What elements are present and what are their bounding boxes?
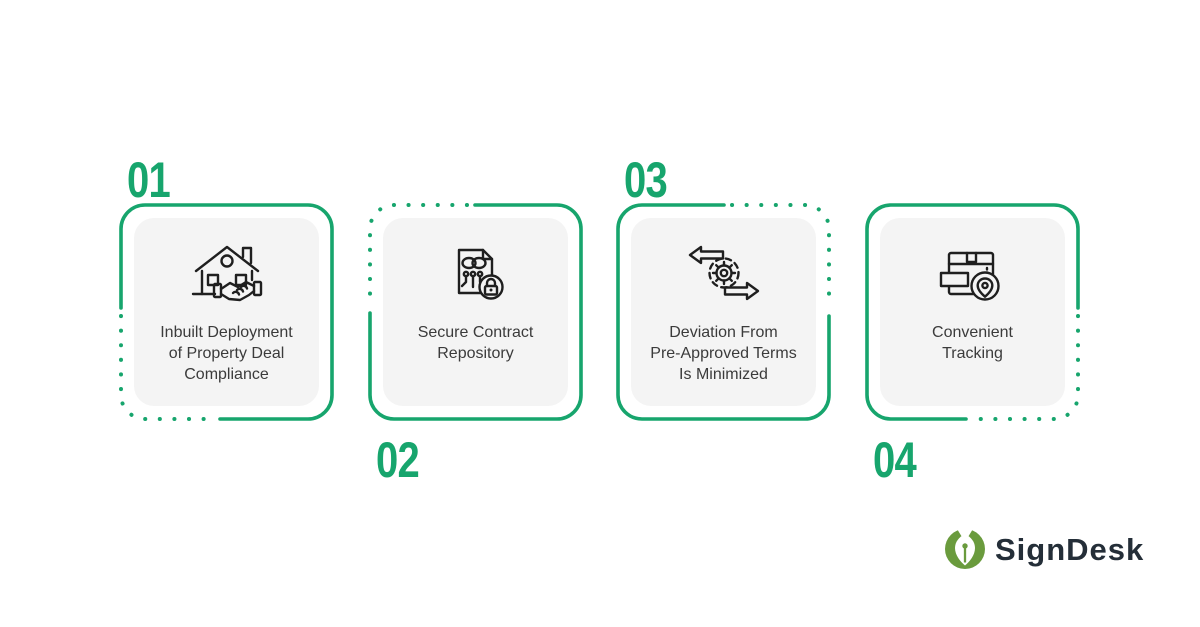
step-3-label: Deviation From Pre-Approved Terms Is Min… bbox=[650, 324, 797, 383]
card-border-dotted-bottom-left bbox=[119, 203, 334, 421]
pen-nib-circle-icon bbox=[945, 528, 985, 569]
step-2-label: Secure Contract Repository bbox=[417, 324, 534, 362]
step-1-label: Inbuilt Deployment of Property Deal Comp… bbox=[160, 324, 293, 383]
step-1-group: 01 bbox=[119, 155, 334, 421]
card-border-dotted-bottom-right bbox=[865, 203, 1080, 421]
card-panel: Inbuilt Deployment of Property Deal Comp… bbox=[134, 218, 319, 406]
card-panel: Secure Contract Repository bbox=[383, 218, 568, 406]
feature-card-3: Deviation From Pre-Approved Terms Is Min… bbox=[616, 203, 831, 421]
step-3-number: 03 bbox=[624, 152, 668, 208]
step-1-number: 01 bbox=[127, 152, 171, 208]
step-4-label: Convenient Tracking bbox=[932, 324, 1013, 362]
card-panel: Convenient Tracking bbox=[880, 218, 1065, 406]
step-3-group: 03 bbox=[616, 155, 831, 421]
card-border-dotted-top-right bbox=[616, 203, 831, 421]
brand-name: SignDesk bbox=[995, 531, 1145, 567]
card-border-dotted-top-left bbox=[368, 203, 583, 421]
secure-document-lock-icon bbox=[438, 240, 514, 308]
step-4-group: 04 bbox=[865, 203, 1080, 485]
feature-card-1: Inbuilt Deployment of Property Deal Comp… bbox=[119, 203, 334, 421]
feature-card-4: Convenient Tracking bbox=[865, 203, 1080, 421]
card-panel: Deviation From Pre-Approved Terms Is Min… bbox=[631, 218, 816, 406]
step-2-number: 02 bbox=[376, 432, 420, 488]
brand-logo: SignDesk bbox=[944, 527, 1144, 571]
step-2-group: 02 bbox=[368, 203, 583, 485]
feature-card-2: Secure Contract Repository bbox=[368, 203, 583, 421]
house-handshake-icon bbox=[189, 240, 265, 308]
package-tracking-pin-icon bbox=[935, 240, 1011, 308]
step-4-number: 04 bbox=[873, 432, 917, 488]
process-arrows-gear-icon bbox=[686, 240, 762, 308]
